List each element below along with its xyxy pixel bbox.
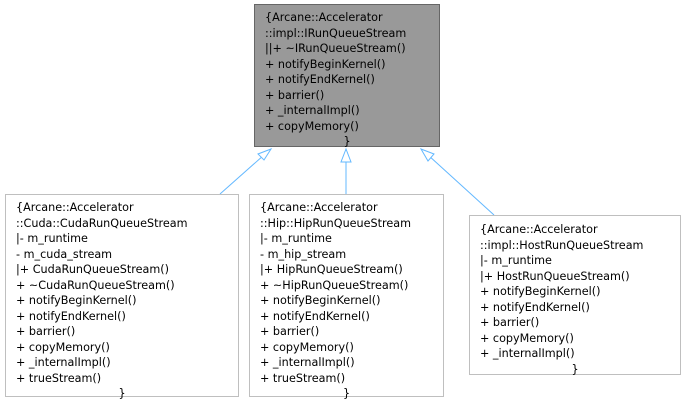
class-member-line: + notifyEndKernel() — [265, 73, 375, 86]
class-member-line: + notifyBeginKernel() — [16, 294, 137, 307]
edge-cuda-to-base — [219, 154, 265, 195]
class-member-line: + barrier() — [265, 88, 325, 102]
class-member-line: {Arcane::Accelerator — [265, 11, 383, 24]
class-closing-brace: } — [342, 387, 351, 400]
class-member-line: |+ HostRunQueueStream() — [480, 269, 630, 283]
class-member-line: + notifyBeginKernel() — [480, 285, 601, 298]
class-node-cudarunqueuestream[interactable]: {Arcane::Accelerator ::Cuda::CudaRunQueu… — [5, 194, 239, 400]
class-member-line: + barrier() — [480, 316, 540, 329]
class-member-line: {Arcane::Accelerator — [260, 201, 378, 214]
class-member-line: + barrier() — [260, 325, 320, 338]
edge-hip-arrowhead — [340, 147, 352, 163]
class-member-line: + _internalImpl() — [265, 104, 360, 117]
class-member-line: |- m_runtime — [480, 254, 552, 267]
class-closing-brace: } — [343, 135, 351, 148]
class-member-line: {Arcane::Accelerator — [16, 201, 134, 214]
class-member-line: {Arcane::Accelerator — [480, 223, 598, 236]
class-member-line: + notifyBeginKernel() — [260, 294, 381, 307]
class-member-line: |+ HipRunQueueStream() — [260, 263, 403, 276]
class-member-line: + notifyEndKernel() — [480, 300, 590, 314]
class-member-line: + notifyBeginKernel() — [265, 57, 386, 71]
class-node-hostrunqueuestream[interactable]: {Arcane::Accelerator ::impl::HostRunQueu… — [469, 215, 681, 376]
class-member-line: + copyMemory() — [260, 340, 354, 354]
class-member-line: |- m_runtime — [16, 232, 88, 245]
class-member-line: |- m_runtime — [260, 232, 332, 245]
class-node-irunqueuestream[interactable]: {Arcane::Accelerator ::impl::IRunQueueSt… — [254, 4, 440, 148]
class-member-line: + copyMemory() — [16, 340, 110, 354]
class-member-line: + barrier() — [16, 325, 76, 338]
class-closing-brace: } — [118, 387, 126, 400]
class-member-line: ::Cuda::CudaRunQueueStream — [16, 216, 188, 230]
class-member-line: ::Hip::HipRunQueueStream — [260, 216, 412, 230]
edge-host-to-base — [427, 154, 495, 216]
class-member-line: + copyMemory() — [480, 331, 574, 345]
class-member-line: + copyMemory() — [265, 119, 359, 133]
class-member-line: + ~HipRunQueueStream() — [260, 278, 409, 292]
class-member-line: + _internalImpl() — [16, 356, 111, 369]
class-member-line: ||+ ~IRunQueueStream() — [265, 42, 406, 55]
class-member-line: - m_cuda_stream — [16, 247, 113, 261]
class-member-line: + ~CudaRunQueueStream() — [16, 278, 175, 292]
class-member-line: + _internalImpl() — [480, 347, 575, 360]
class-member-line: + notifyEndKernel() — [16, 309, 126, 323]
edge-cuda-arrowhead — [257, 147, 273, 161]
edge-host-arrowhead — [419, 148, 435, 162]
class-member-line: + notifyEndKernel() — [260, 309, 370, 323]
class-member-line: ::impl::IRunQueueStream — [265, 26, 407, 40]
class-closing-brace: } — [571, 362, 579, 376]
class-member-line: ::impl::HostRunQueueStream — [480, 238, 644, 252]
class-member-line: + trueStream() — [16, 371, 102, 385]
class-member-line: + _internalImpl() — [260, 356, 355, 369]
class-member-line: - m_hip_stream — [260, 247, 347, 261]
class-member-line: + trueStream() — [260, 371, 346, 385]
class-member-line: |+ CudaRunQueueStream() — [16, 263, 169, 276]
class-node-hiprunqueuestream[interactable]: {Arcane::Accelerator ::Hip::HipRunQueueS… — [249, 194, 444, 400]
